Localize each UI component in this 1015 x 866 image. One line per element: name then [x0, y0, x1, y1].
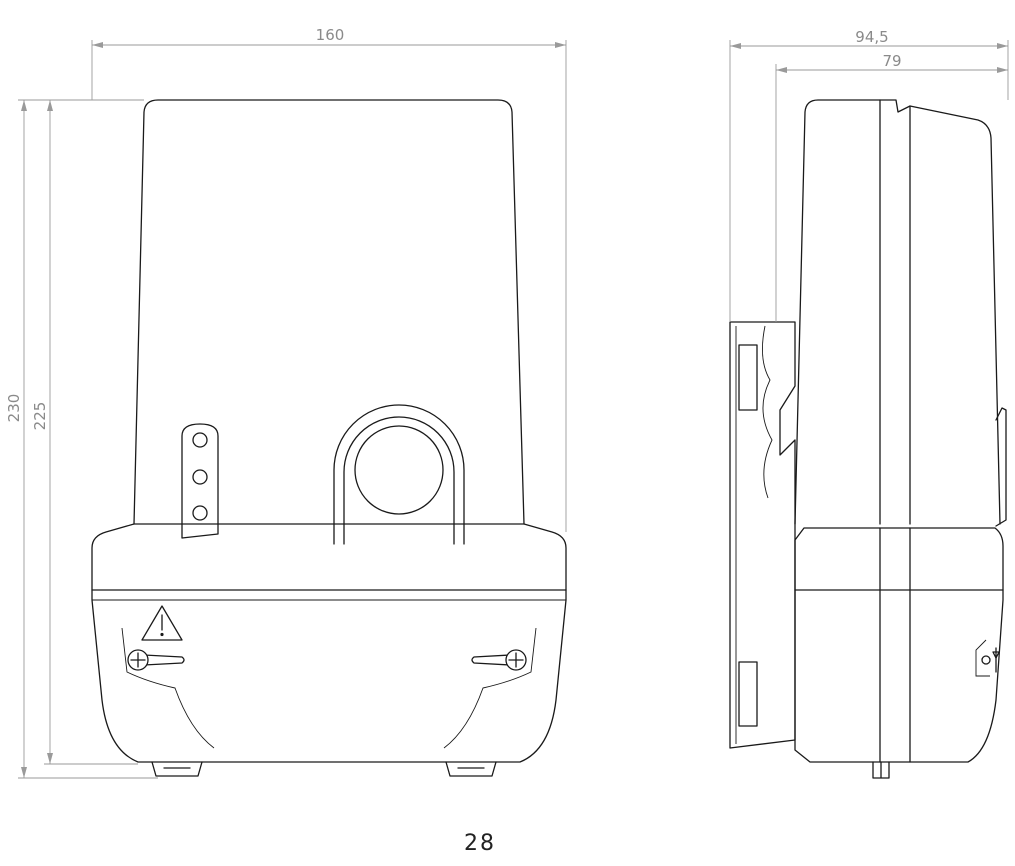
front-inner-panel	[121, 627, 537, 749]
wall-plate-slot-upper	[738, 344, 758, 411]
dim-label-230: 230	[5, 394, 23, 423]
screw-icon	[975, 639, 1000, 677]
front-view	[91, 99, 567, 777]
wall-plate-slot-lower	[738, 661, 758, 727]
side-latch-tab	[995, 407, 1007, 527]
wall-plate-break-line	[761, 325, 773, 499]
dim-label-94-5: 94,5	[855, 28, 888, 46]
side-view	[729, 99, 1007, 779]
side-depth-dimensions: 94,5 79	[729, 28, 1009, 322]
page-number: 28	[464, 831, 496, 856]
side-foot	[872, 761, 890, 779]
front-height-dimensions: 230 225	[5, 99, 158, 779]
bracket-hole-2	[192, 469, 208, 485]
screw-icon	[471, 649, 527, 671]
side-upper-cover	[794, 99, 1001, 525]
dim-label-160: 160	[316, 26, 345, 44]
dim-label-79: 79	[882, 52, 901, 70]
side-base-housing	[794, 527, 1004, 763]
warning-triangle-icon	[141, 605, 183, 641]
screw-icon	[127, 649, 185, 671]
front-mounting-bracket	[181, 423, 219, 539]
bracket-hole-3	[192, 505, 208, 521]
cable-entry-hole	[354, 425, 444, 515]
bracket-hole-1	[192, 432, 208, 448]
cable-entry-arch-outer	[333, 404, 465, 545]
front-upper-cover	[133, 99, 525, 525]
front-foot-right	[445, 761, 497, 777]
side-wall-plate	[729, 321, 796, 749]
dim-label-225: 225	[31, 402, 49, 431]
cable-entry-arch-inner	[343, 416, 455, 545]
front-width-dimension: 160	[91, 26, 567, 532]
front-foot-left	[151, 761, 203, 777]
front-base-housing	[91, 523, 567, 763]
